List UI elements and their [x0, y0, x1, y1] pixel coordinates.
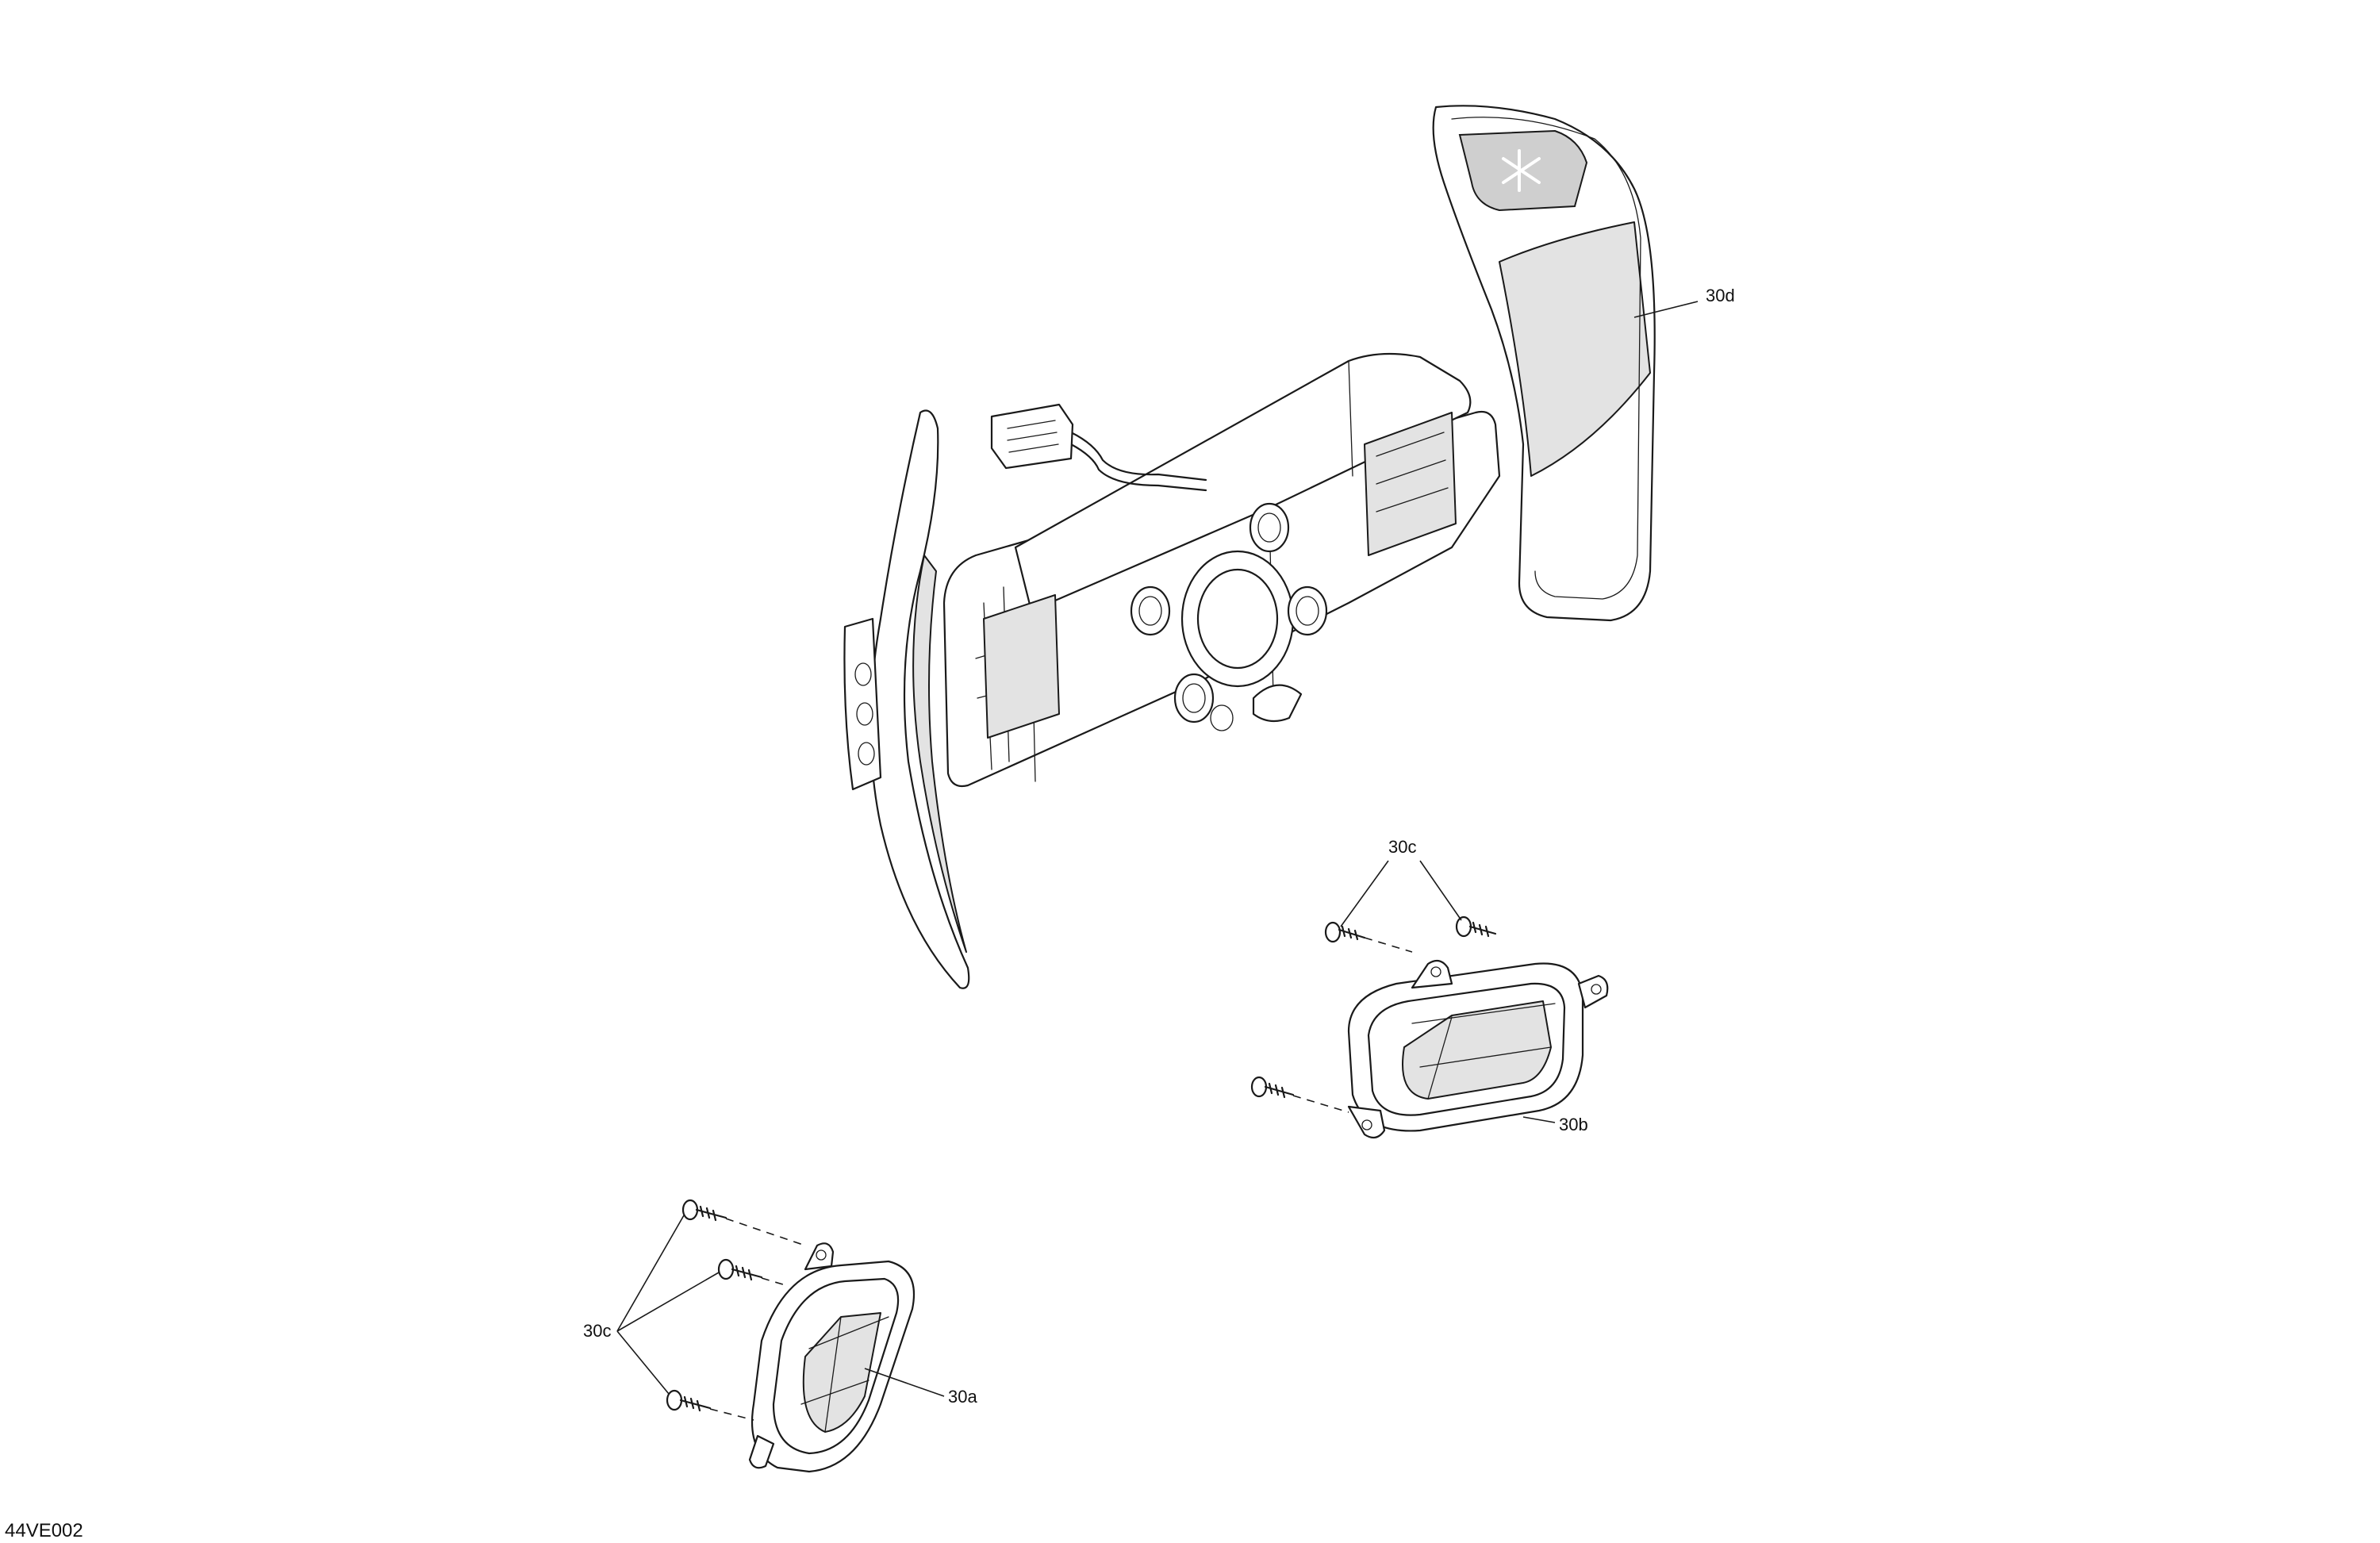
callout-30a: 30a: [948, 1387, 977, 1407]
callout-30c-upper: 30c: [1388, 837, 1416, 857]
drawing-id: 44VE002: [5, 1520, 83, 1541]
left-shift-paddle: [843, 409, 970, 989]
callout-30b: 30b: [1559, 1115, 1588, 1134]
callout-30d: 30d: [1706, 286, 1735, 305]
right-shift-paddle: [1432, 105, 1656, 622]
lower-mounting-screws: [666, 1199, 806, 1421]
paddle-shifter-assembly: [843, 105, 1656, 989]
lower-switch-assembly: [748, 1242, 916, 1473]
callout-30c-lower: 30c: [583, 1321, 611, 1341]
paddle-housing: [942, 352, 1501, 788]
wire-harness-connector: [990, 403, 1207, 492]
upper-mounting-screws: [1250, 915, 1497, 1113]
leader-lines: [616, 301, 1699, 1397]
upper-switch-assembly: [1347, 959, 1609, 1139]
